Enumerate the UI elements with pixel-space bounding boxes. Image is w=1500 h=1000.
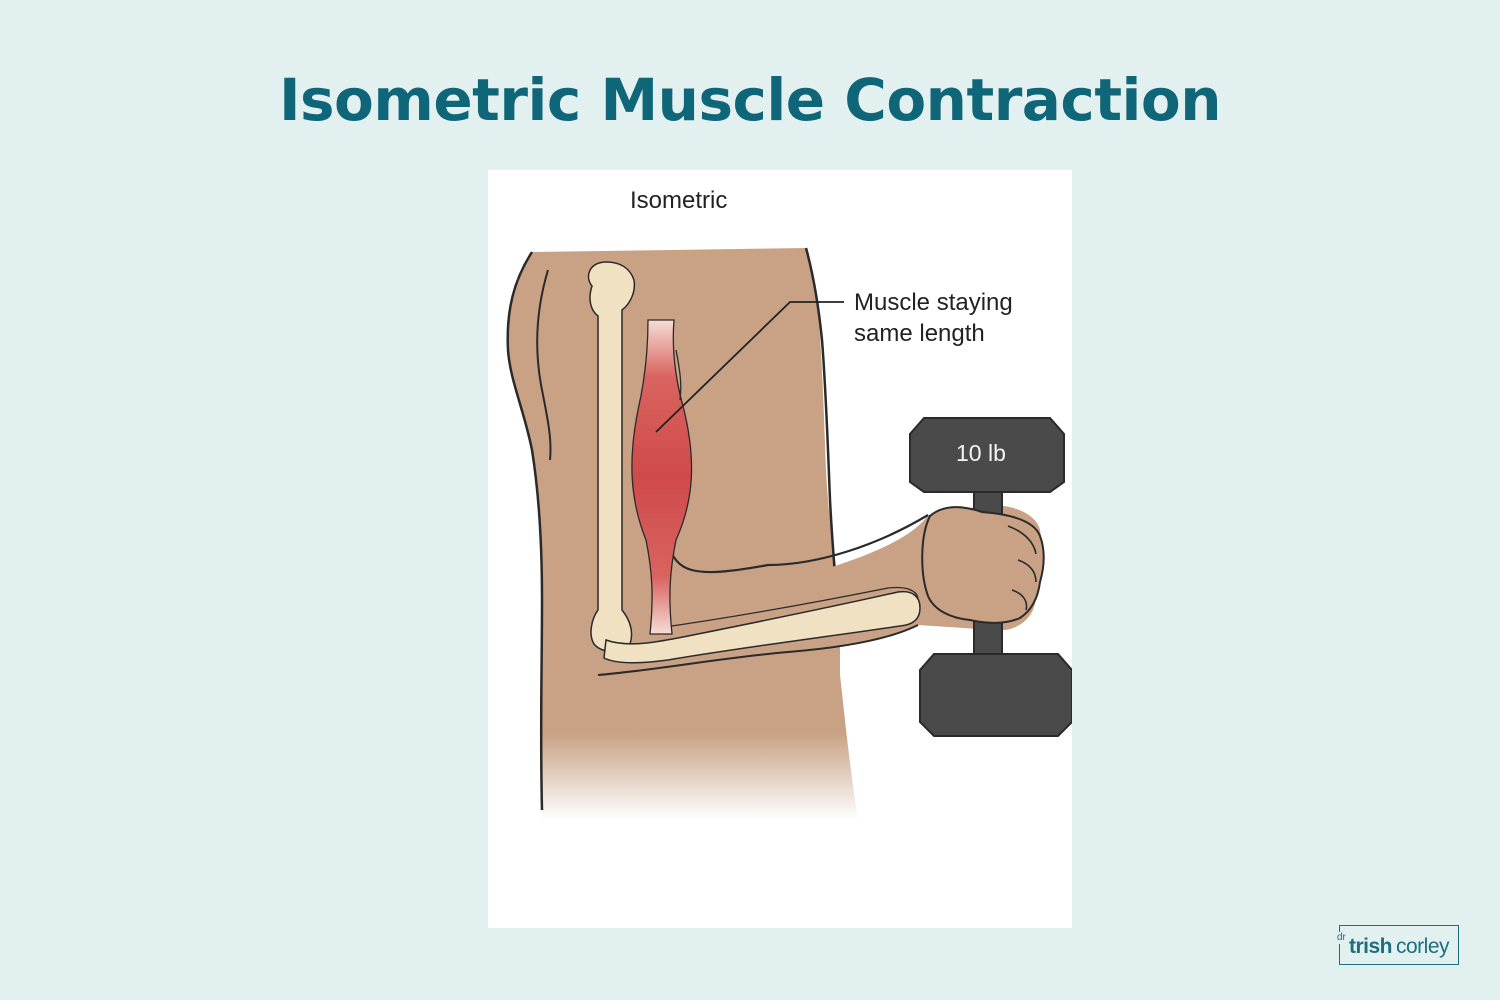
forearm-bones — [603, 590, 921, 664]
page-title: Isometric Muscle Contraction — [278, 66, 1222, 134]
weight-label: 10 lb — [956, 440, 1006, 466]
logo-last-name: corley — [1396, 935, 1450, 958]
arm-illustration — [506, 247, 1072, 820]
logo-prefix: dr — [1336, 932, 1347, 944]
biceps-muscle — [631, 319, 693, 635]
hand — [921, 506, 1045, 624]
diagram-heading: Isometric — [630, 187, 728, 214]
diagram-panel: Isometric Muscle staying same length 10 … — [488, 170, 1072, 928]
logo-first-name: trish — [1349, 935, 1393, 958]
muscle-leader-line — [655, 301, 844, 433]
brand-logo: dr trish corley — [1336, 925, 1459, 965]
muscle-label-line2: same length — [854, 320, 985, 347]
humerus-bone — [587, 261, 636, 653]
upper-arm-silhouette — [507, 248, 858, 820]
muscle-label-line1: Muscle staying — [854, 289, 1013, 316]
